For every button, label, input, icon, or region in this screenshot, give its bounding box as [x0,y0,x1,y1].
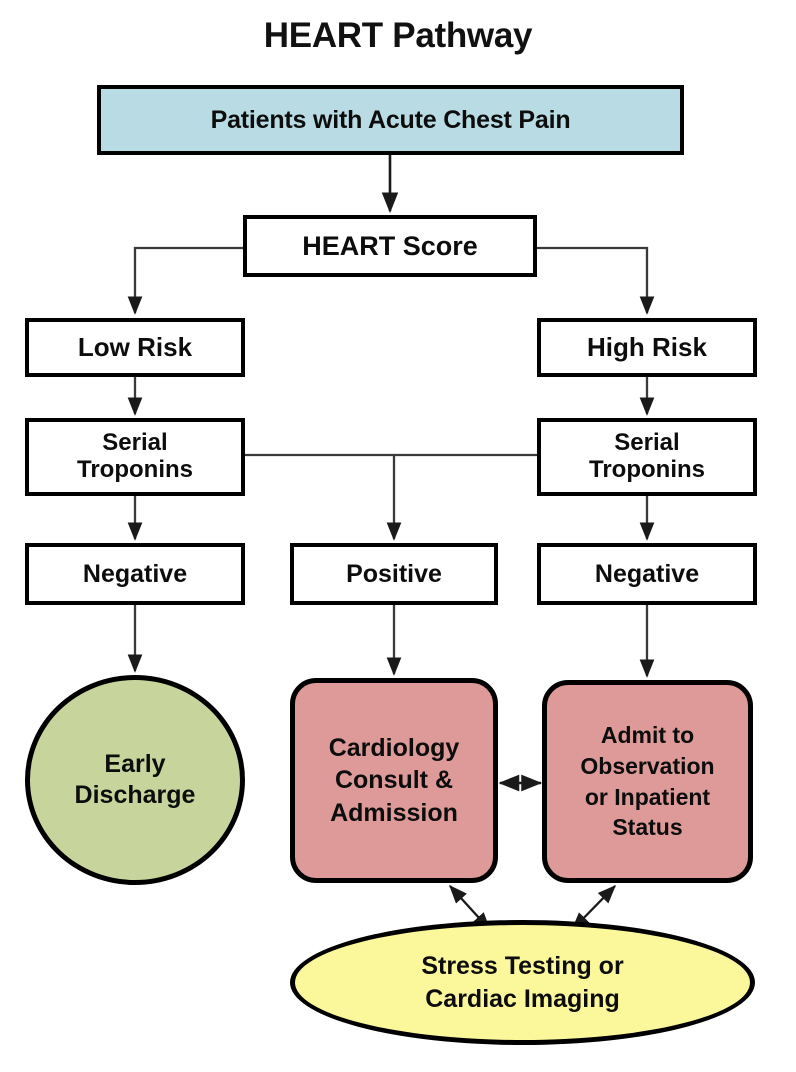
node-high-risk[interactable]: High Risk [537,318,757,377]
node-admit-to-observation-or-inpatient-status[interactable]: Admit to Observation or Inpatient Status [542,680,753,883]
node-cardiology-consult-and-admission[interactable]: Cardiology Consult & Admission [290,678,498,883]
node-label-line2: Consult & [334,766,454,795]
node-label-line1: Cardiology [328,733,460,762]
node-label-line2: Discharge [74,781,196,809]
node-label-line3: Admission [330,798,458,827]
node-label-line4: Status [612,814,683,841]
node-serial-troponins-low-risk[interactable]: Serial Troponins [25,418,245,496]
page-title: HEART Pathway [263,16,533,55]
node-negative-low-risk[interactable]: Negative [25,543,245,605]
node-stress-testing-or-cardiac-imaging[interactable]: Stress Testing or Cardiac Imaging [290,920,755,1045]
node-serial-troponins-high-risk[interactable]: Serial Troponins [537,418,757,496]
node-label: Low Risk [77,331,193,362]
node-label-line1: Serial [614,429,680,457]
node-label-line2: Troponins [589,456,705,483]
node-label: Negative [82,560,188,588]
node-heart-score[interactable]: HEART Score [243,215,537,277]
node-label: HEART Score [302,230,478,261]
node-label-line2: Cardiac Imaging [425,984,620,1013]
node-label-line1: Stress Testing or [421,952,624,980]
node-label-line1: Admit to [600,722,695,749]
edge-troponins-positive [245,453,402,541]
node-positive[interactable]: Positive [290,543,498,605]
node-label: Positive [346,560,442,588]
node-label-line2: Observation [580,752,715,779]
edge-heartscore-highrisk [537,246,655,315]
node-label-line3: or Inpatient [584,783,711,810]
node-label-line1: Early [104,749,166,778]
node-early-discharge[interactable]: Early Discharge [25,675,245,885]
node-label: Negative [594,560,700,588]
node-negative-high-risk[interactable]: Negative [537,543,757,605]
node-label-line2: Troponins [77,456,193,483]
node-low-risk[interactable]: Low Risk [25,318,245,377]
node-patients-with-acute-chest-pain[interactable]: Patients with Acute Chest Pain [97,85,684,155]
node-label-line1: Serial [102,429,168,457]
node-label: Patients with Acute Chest Pain [210,106,571,134]
node-label: High Risk [587,331,707,362]
edge-heartscore-lowrisk [127,246,243,315]
